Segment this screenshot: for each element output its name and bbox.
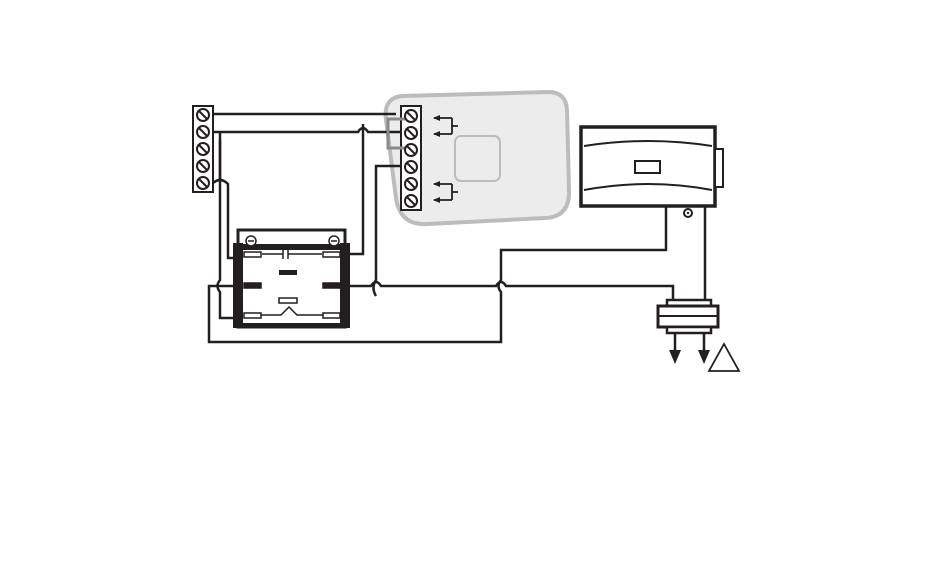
motor-side-tab — [715, 149, 723, 187]
terminal-screw — [405, 110, 417, 122]
terminal-screw — [405, 178, 417, 190]
terminal-screw — [405, 144, 417, 156]
motor-label-window — [635, 161, 660, 173]
wire-relay-to-transformer — [348, 282, 673, 300]
terminal-screw — [197, 160, 209, 172]
down-arrow-icon — [698, 350, 710, 364]
terminal-screw — [405, 195, 417, 207]
relay-module — [233, 230, 350, 328]
relay-mounting-screw — [246, 236, 256, 246]
warning-triangle-icon — [709, 344, 739, 371]
thermostat-display — [455, 136, 500, 181]
left-terminal-block — [193, 106, 213, 192]
relay-mounting-screw — [329, 236, 339, 246]
relay-coil-block — [279, 270, 297, 275]
terminal-screw — [197, 143, 209, 155]
damper-motor — [581, 127, 723, 217]
terminal-screw — [405, 161, 417, 173]
motor-screw — [684, 209, 692, 217]
terminal-screw — [197, 126, 209, 138]
relay-contact-block — [279, 298, 297, 303]
terminal-screw — [197, 177, 209, 189]
terminal-screw — [197, 109, 209, 121]
transformer — [658, 300, 718, 364]
down-arrow-icon — [669, 350, 681, 364]
terminal-screw — [405, 127, 417, 139]
wire-top-2 — [203, 128, 400, 132]
